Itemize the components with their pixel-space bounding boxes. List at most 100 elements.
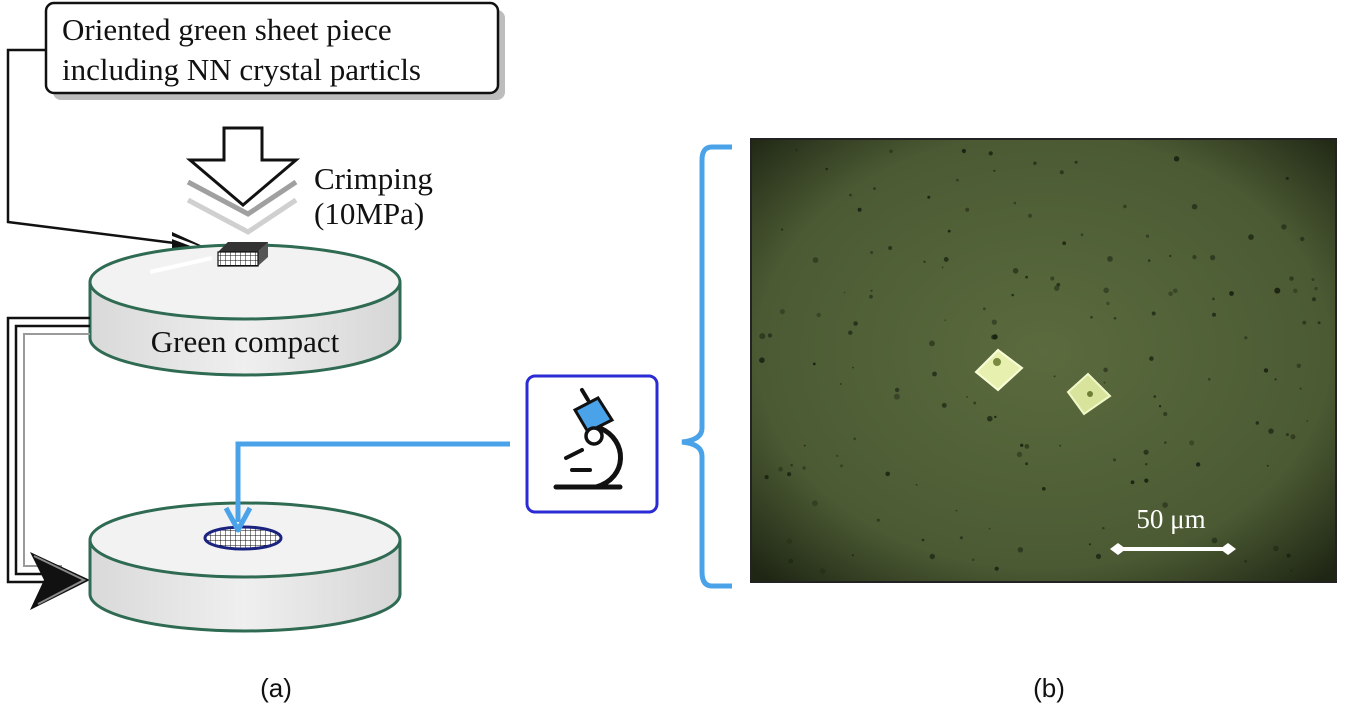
speckle <box>943 257 949 262</box>
speckle <box>1147 259 1151 262</box>
speckle <box>1302 320 1307 325</box>
speckle <box>944 319 947 322</box>
speckle <box>1162 502 1168 508</box>
speckle <box>1107 256 1113 262</box>
speckle <box>851 554 854 557</box>
green-compact-disk: Green compact <box>88 243 402 377</box>
speckle <box>1113 317 1117 320</box>
speckle <box>759 357 765 364</box>
speckle <box>787 472 792 477</box>
speckle <box>812 500 818 507</box>
speckle <box>1317 321 1321 325</box>
speckle <box>894 387 900 393</box>
speckle <box>848 330 853 335</box>
speckle <box>870 289 873 292</box>
speckle <box>819 568 826 574</box>
speckle <box>1273 545 1279 552</box>
speckle <box>1312 297 1316 302</box>
crimping-label-line1: Crimping <box>314 161 433 196</box>
speckle <box>955 509 958 512</box>
speckle <box>1062 241 1067 246</box>
blue-observation-connector <box>223 441 510 533</box>
speckle <box>1169 254 1172 258</box>
speckle <box>1268 428 1274 434</box>
speckle <box>853 437 856 441</box>
panel-b: 50 μm (b) <box>681 138 1337 703</box>
speckle <box>857 207 862 212</box>
caption-b: (b) <box>1033 673 1065 703</box>
speckle <box>923 260 926 263</box>
scale-bar-label: 50 μm <box>1136 504 1205 534</box>
speckle <box>1151 311 1156 316</box>
speckle <box>816 312 821 318</box>
speckle <box>929 340 935 347</box>
speckle <box>1054 285 1060 291</box>
microscope-icon-box <box>525 374 659 514</box>
speckle <box>947 229 951 233</box>
speckle <box>1266 464 1269 467</box>
sheet-piece-label-line2: including NN crystal particls <box>62 52 421 87</box>
speckle <box>779 309 785 315</box>
speckle <box>1158 405 1162 408</box>
speckle <box>959 536 964 540</box>
speckle <box>1311 278 1315 281</box>
speckle <box>1290 434 1296 440</box>
speckle <box>781 228 784 231</box>
speckle <box>1191 203 1198 210</box>
speckle <box>1211 537 1218 544</box>
speckle <box>1053 375 1056 378</box>
speckle <box>987 415 993 422</box>
speckle <box>1300 236 1305 242</box>
scale-bar: 50 μm <box>1110 504 1236 555</box>
speckle <box>795 148 798 152</box>
speckle <box>961 148 967 154</box>
speckle <box>836 454 839 457</box>
speckle <box>767 333 773 338</box>
speckle <box>764 475 769 480</box>
speckle <box>1016 451 1023 458</box>
speckle <box>849 193 852 197</box>
speckle <box>1012 268 1019 274</box>
speckle <box>839 383 842 385</box>
speckle <box>932 371 937 377</box>
speckle <box>1145 234 1150 238</box>
speckle <box>1144 478 1149 483</box>
speckle <box>1244 559 1247 563</box>
speckle <box>971 558 975 562</box>
speckle <box>853 321 858 326</box>
speckle <box>915 483 918 486</box>
speckle <box>1095 553 1102 560</box>
sheet-piece-sample-front <box>149 242 268 274</box>
speckle <box>983 307 986 311</box>
speckle <box>1024 444 1030 449</box>
speckle <box>1103 367 1108 373</box>
speckle <box>1102 527 1105 530</box>
speckle <box>889 149 893 153</box>
speckle <box>1059 170 1064 175</box>
speckle <box>1050 276 1055 281</box>
crimping-label-line2: (10MPa) <box>314 196 424 231</box>
speckle <box>1173 156 1180 162</box>
speckle <box>991 319 997 325</box>
speckle <box>1192 255 1197 260</box>
speckle <box>1299 387 1302 390</box>
speckle <box>1168 291 1173 297</box>
caption-a: (a) <box>260 673 292 703</box>
speckle <box>1027 213 1033 218</box>
speckle <box>1199 518 1203 521</box>
speckle <box>852 366 854 369</box>
speckle <box>1195 462 1201 467</box>
microscope-icon <box>553 388 623 490</box>
speckle <box>973 401 977 405</box>
speckle <box>840 464 843 468</box>
speckle <box>988 151 993 156</box>
speckle <box>1056 282 1061 287</box>
speckle <box>870 251 874 254</box>
speckle <box>778 466 783 472</box>
sheet-piece-label-line1: Oriented green sheet piece <box>62 12 392 47</box>
speckle <box>1149 356 1154 361</box>
speckle <box>1042 487 1046 491</box>
speckle <box>1103 287 1109 294</box>
crystal-particle-1 <box>974 348 1024 392</box>
speckle <box>786 538 793 544</box>
